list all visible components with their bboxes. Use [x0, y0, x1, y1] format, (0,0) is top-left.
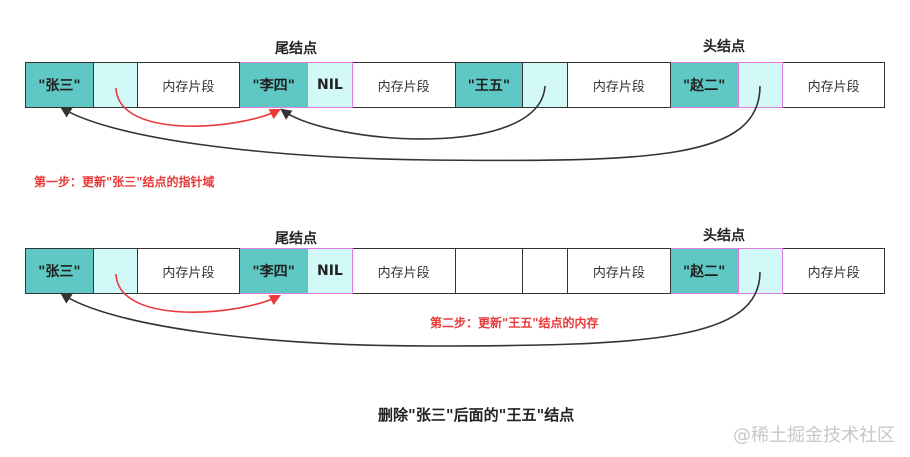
- step-two-text: 第二步：更新"王五"结点的内存: [430, 316, 599, 330]
- step-one-text: 第一步：更新"张三"结点的指针域: [34, 175, 215, 189]
- node-pointer-zhangsan: [93, 62, 138, 108]
- node-pointer-zhangsan: [93, 248, 138, 294]
- freed-memory-cell: [455, 248, 524, 294]
- memory-fragment: 内存片段: [137, 248, 241, 294]
- node-pointer-nil: NIL: [308, 62, 353, 108]
- memory-fragment: 内存片段: [352, 62, 456, 108]
- node-pointer-nil: NIL: [308, 248, 353, 294]
- memory-fragment: 内存片段: [352, 248, 456, 294]
- arrow-zhaoer-to-zhangsan: [60, 271, 761, 347]
- memory-fragment: 内存片段: [783, 62, 885, 108]
- arrow-zhangsan-to-lisi: [115, 87, 281, 127]
- memory-row-2: "张三" 内存片段 "李四" NIL 内存片段 内存片段 "赵二" 内存片段: [25, 248, 885, 294]
- tail-node-label-2: 尾结点: [275, 231, 317, 247]
- memory-fragment: 内存片段: [783, 248, 885, 294]
- node-data-zhangsan: "张三": [25, 248, 94, 294]
- memory-fragment: 内存片段: [568, 248, 671, 294]
- node-pointer-zhaoer: [738, 62, 784, 108]
- freed-memory-cell: [523, 248, 569, 294]
- arrow-zhangsan-to-lisi: [115, 273, 281, 313]
- memory-row-1: "张三" 内存片段 "李四" NIL 内存片段 "王五" 内存片段 "赵二" 内…: [25, 62, 885, 108]
- watermark: @稀土掘金技术社区: [733, 425, 895, 446]
- node-data-lisi: "李四": [240, 248, 309, 294]
- node-data-zhaoer: "赵二": [670, 62, 739, 108]
- node-data-zhangsan: "张三": [25, 62, 94, 108]
- node-pointer-wangwu: [523, 62, 569, 108]
- head-node-label-2: 头结点: [703, 228, 745, 244]
- node-data-wangwu: "王五": [455, 62, 524, 108]
- tail-node-label-1: 尾结点: [275, 41, 317, 57]
- memory-fragment: 内存片段: [137, 62, 241, 108]
- arrow-wangwu-to-lisi: [280, 85, 546, 140]
- node-data-zhaoer: "赵二": [670, 248, 739, 294]
- node-pointer-zhaoer: [738, 248, 784, 294]
- node-data-lisi: "李四": [240, 62, 309, 108]
- arrow-zhaoer-to-zhangsan: [60, 85, 761, 162]
- head-node-label-1: 头结点: [703, 39, 745, 55]
- diagram-caption: 删除"张三"后面的"王五"结点: [378, 406, 575, 424]
- memory-fragment: 内存片段: [568, 62, 671, 108]
